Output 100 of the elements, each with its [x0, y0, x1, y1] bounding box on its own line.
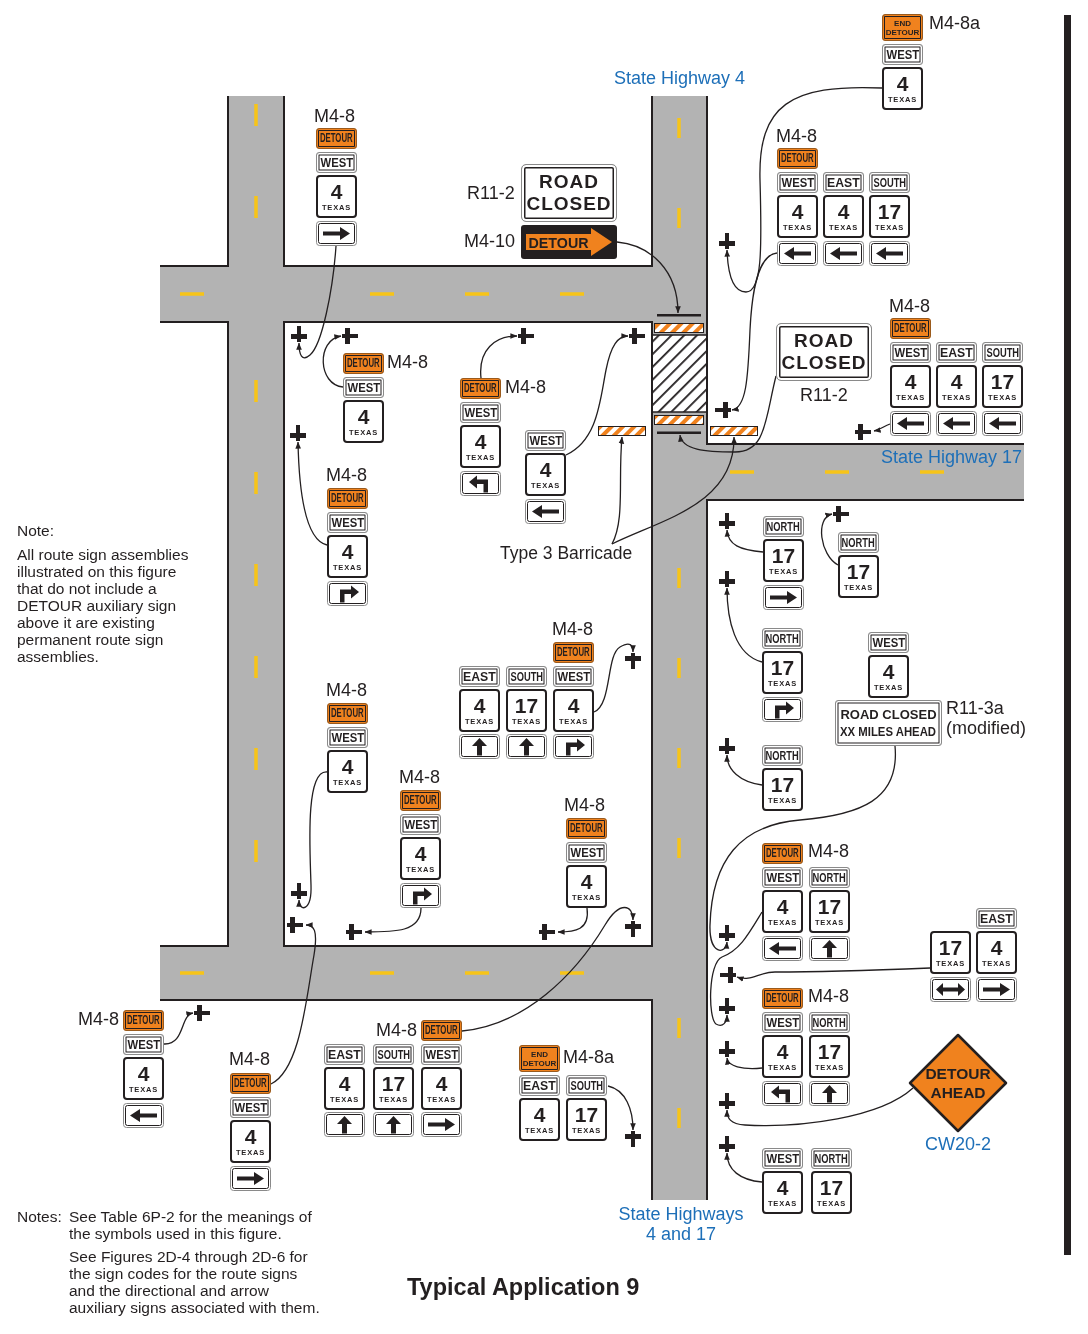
leader-line [820, 513, 839, 566]
sign-code-label: CW20-2 [925, 1134, 991, 1154]
direction-sign: SOUTH [869, 172, 910, 193]
detour-sign: DETOUR [777, 148, 818, 169]
sign-code-label: M4-8 [808, 986, 849, 1006]
detour-sign: DETOUR [460, 378, 501, 399]
direction-sign: EAST [324, 1044, 365, 1065]
sign-code-label: M4-8 [505, 377, 546, 397]
sign-code-label: M4-8 [808, 841, 849, 861]
barricade-icon [654, 415, 704, 434]
detour-sign: DETOUR [762, 843, 803, 864]
sign-code-label: R11-2 [800, 385, 848, 405]
note-heading: Note: [17, 522, 55, 539]
sign-code-label: M4-8 [229, 1049, 270, 1069]
barricade-icon [710, 426, 758, 436]
road-closed-ahead-sign: ROAD CLOSED XX MILES AHEAD [835, 700, 942, 746]
leader-line [873, 423, 891, 433]
detour-sign: DETOUR [400, 790, 441, 811]
barricade-icon [654, 314, 704, 333]
direction-sign: SOUTH [506, 666, 547, 687]
direction-sign: WEST [343, 377, 384, 398]
leader-line [679, 375, 777, 453]
sign-code-label: M4-8 [78, 1009, 119, 1029]
leader-line [709, 911, 763, 1026]
warning-sign: DETOUR AHEAD [908, 1033, 1008, 1133]
sign-code-label: M4-8 [376, 1020, 417, 1040]
sign-post-icon [624, 1131, 642, 1149]
leader-line [724, 754, 763, 786]
direction-sign: WEST [230, 1097, 271, 1118]
road-name-label: State Highway 17 [881, 448, 1023, 468]
road-name-label: State Highways 4 and 17 [617, 1205, 745, 1244]
diagram-title: Typical Application 9 [407, 1273, 640, 1301]
sign-post-icon [855, 423, 873, 441]
direction-sign: EAST [976, 908, 1017, 929]
end-detour-sign: END DETOUR [882, 14, 923, 41]
road-closed-sign: ROAD CLOSED [521, 164, 617, 222]
road-closed-sign: ROAD CLOSED [776, 323, 872, 381]
direction-sign: NORTH [762, 745, 803, 766]
sign-post-icon [718, 966, 736, 984]
sign-post-icon [713, 401, 731, 419]
sign-code-label: M4-10 [464, 231, 516, 251]
direction-sign: WEST [890, 342, 931, 363]
note-text: See Figures 2D-4 through 2D-6 for the sign codes for the route signs and the directional and arrow auxiliary signs associated with them. [69, 1248, 321, 1316]
detour-sign: DETOUR [890, 318, 931, 339]
direction-sign: WEST [882, 44, 923, 65]
direction-sign: WEST [123, 1034, 164, 1055]
detour-sign: DETOUR [762, 988, 803, 1009]
note-text: See Table 6P-2 for the meanings of the symbols used in this figure. [69, 1208, 313, 1242]
direction-sign: WEST [777, 172, 818, 193]
direction-sign: WEST [566, 842, 607, 863]
direction-sign: NORTH [811, 1148, 852, 1169]
leader-line [709, 745, 896, 951]
direction-sign: EAST [459, 666, 500, 687]
sign-post-icon [718, 569, 736, 587]
sign-code-label: M4-8a [563, 1047, 615, 1067]
direction-sign: NORTH [762, 628, 803, 649]
sign-code-label: M4-8 [314, 106, 355, 126]
sign-post-icon [718, 1134, 736, 1152]
sign-code-label: M4-8 [326, 680, 367, 700]
direction-sign: SOUTH [982, 342, 1023, 363]
detour-sign: DETOUR [327, 488, 368, 509]
detour-sign: DETOUR [566, 818, 607, 839]
detour-sign: DETOUR [553, 642, 594, 663]
sign-post-icon [194, 1004, 212, 1022]
sign-code-label: M4-8 [889, 296, 930, 316]
direction-sign: EAST [936, 342, 977, 363]
end-detour-sign: END DETOUR [519, 1045, 560, 1072]
direction-sign: WEST [327, 512, 368, 533]
direction-sign: NORTH [809, 1012, 850, 1033]
sign-code-label: M4-8 [552, 619, 593, 639]
direction-sign: WEST [327, 727, 368, 748]
sign-post-icon [833, 505, 851, 523]
leader-line [163, 1012, 194, 1045]
direction-sign: WEST [400, 814, 441, 835]
detour-sign: DETOUR [421, 1020, 462, 1041]
leader-line [736, 967, 931, 982]
direction-sign: WEST [762, 1012, 803, 1033]
road-name-label: State Highway 4 [614, 69, 746, 89]
sign-code-label: R11-3a (modified) [946, 698, 1027, 738]
direction-sign: NORTH [809, 867, 850, 888]
direction-sign: WEST [525, 430, 566, 451]
detour-sign: DETOUR [327, 703, 368, 724]
sign-code-label: M4-8a [929, 13, 981, 33]
sign-post-icon [718, 1039, 736, 1057]
leader-line [725, 529, 764, 553]
sign-code-label: R11-2 [467, 183, 515, 203]
sign-code-label: M4-8 [564, 795, 605, 815]
leader-line [724, 1152, 763, 1183]
detour-sign: DETOUR [316, 128, 357, 149]
direction-sign: WEST [553, 666, 594, 687]
direction-sign: SOUTH [566, 1075, 607, 1096]
direction-sign: EAST [519, 1075, 560, 1096]
leader-line [607, 1085, 636, 1131]
sign-post-icon [718, 1091, 736, 1109]
sign-post-icon [718, 923, 736, 941]
detour-sign: DETOUR [123, 1010, 164, 1031]
leader-line [724, 86, 883, 293]
direction-sign: NORTH [763, 516, 804, 537]
direction-sign: WEST [868, 632, 909, 653]
direction-sign: WEST [316, 152, 357, 173]
